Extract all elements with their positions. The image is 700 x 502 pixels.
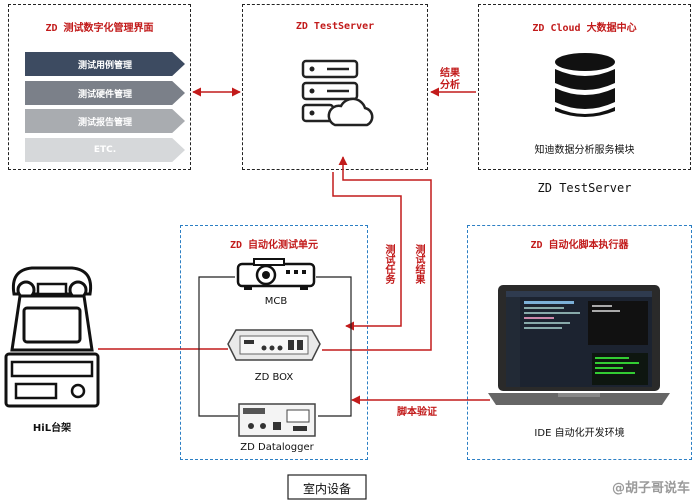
- management-ui-title: ZD 测试数字化管理界面: [45, 23, 154, 34]
- mcb-label: MCB: [264, 296, 288, 307]
- indoor-equipment-label: 室内设备: [302, 482, 351, 496]
- menu-item-test-hardware: 测试硬件管理: [25, 81, 185, 105]
- script-executor-caption: IDE 自动化开发环境: [534, 428, 625, 439]
- menu-item-test-cases: 测试用例管理: [25, 52, 185, 76]
- testserver-panel: ZD TestServer: [242, 4, 428, 170]
- watermark: @胡子哥说车: [611, 481, 690, 496]
- test-task-label: 测试任务: [383, 244, 394, 284]
- cloud-panel: ZD Cloud 大数据中心 知迪数据分析服务模块: [478, 4, 691, 170]
- datalogger-device-icon: [238, 403, 316, 437]
- cloud-caption: ZD TestServer: [537, 181, 632, 195]
- database-icon: [555, 53, 615, 117]
- laptop-ide-icon: [488, 285, 670, 405]
- script-executor-title: ZD 自动化脚本执行器: [530, 240, 629, 251]
- hil-rig-icon: [4, 266, 100, 408]
- zdbox-device-icon: [227, 329, 321, 361]
- menu-item-test-reports: 测试报告管理: [25, 109, 185, 133]
- zdbox-label: ZD BOX: [254, 372, 294, 383]
- script-verify-label: 脚本验证: [397, 407, 437, 418]
- hil-caption: HiL台架: [32, 423, 72, 434]
- menu-item-etc: ETC.: [25, 138, 185, 162]
- server-cloud-icon: [301, 59, 374, 127]
- result-analysis-label-line2: 分析: [440, 80, 460, 91]
- datalogger-label: ZD Datalogger: [240, 442, 314, 453]
- cloud-title: ZD Cloud 大数据中心: [532, 23, 637, 34]
- automation-unit-panel: ZD 自动化测试单元: [180, 225, 368, 460]
- testserver-title: ZD TestServer: [295, 21, 375, 32]
- cloud-module-label: 知迪数据分析服务模块: [534, 145, 635, 156]
- management-ui-panel: ZD 测试数字化管理界面 测试用例管理 测试硬件管理 测试报告管理 ETC.: [8, 4, 191, 170]
- mcb-device-icon: [236, 258, 316, 290]
- test-result-label: 测试结果: [413, 244, 424, 284]
- automation-unit-title: ZD 自动化测试单元: [229, 240, 319, 251]
- script-executor-panel: ZD 自动化脚本执行器 IDE 自动化开发环境: [467, 225, 692, 460]
- result-analysis-label-line1: 结果: [440, 68, 460, 79]
